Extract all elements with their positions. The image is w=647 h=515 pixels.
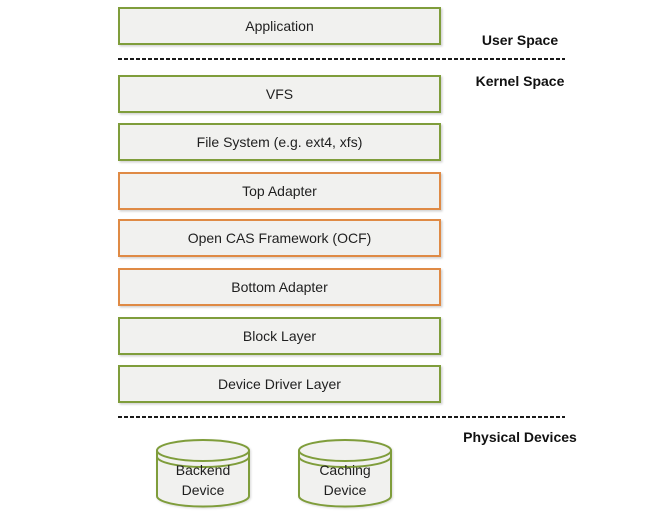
backend-device-cylinder: Backend Device: [155, 438, 251, 509]
stack-box-top-adapter: Top Adapter: [118, 172, 441, 210]
caching-device-cylinder: Caching Device: [297, 438, 393, 509]
kernel-physical-separator: [118, 416, 565, 418]
kernel-space-label: Kernel Space: [475, 73, 565, 89]
stack-box-bottom-adapter: Bottom Adapter: [118, 268, 441, 306]
stack-box-file-system: File System (e.g. ext4, xfs): [118, 123, 441, 161]
cylinder-icon: [298, 439, 392, 508]
user-space-label: User Space: [481, 32, 559, 48]
backend-device-label: Backend Device: [175, 462, 231, 498]
stack-box-device-driver-layer: Device Driver Layer: [118, 365, 441, 403]
stack-box-block-layer: Block Layer: [118, 317, 441, 355]
stack-box-vfs: VFS: [118, 75, 441, 113]
caching-device-label: Caching Device: [319, 462, 371, 498]
stack-box-ocf: Open CAS Framework (OCF): [118, 219, 441, 257]
cylinder-icon: [156, 439, 250, 508]
stack-box-application: Application: [118, 7, 441, 45]
physical-devices-label: Physical Devices: [463, 429, 577, 445]
user-kernel-separator: [118, 58, 565, 60]
